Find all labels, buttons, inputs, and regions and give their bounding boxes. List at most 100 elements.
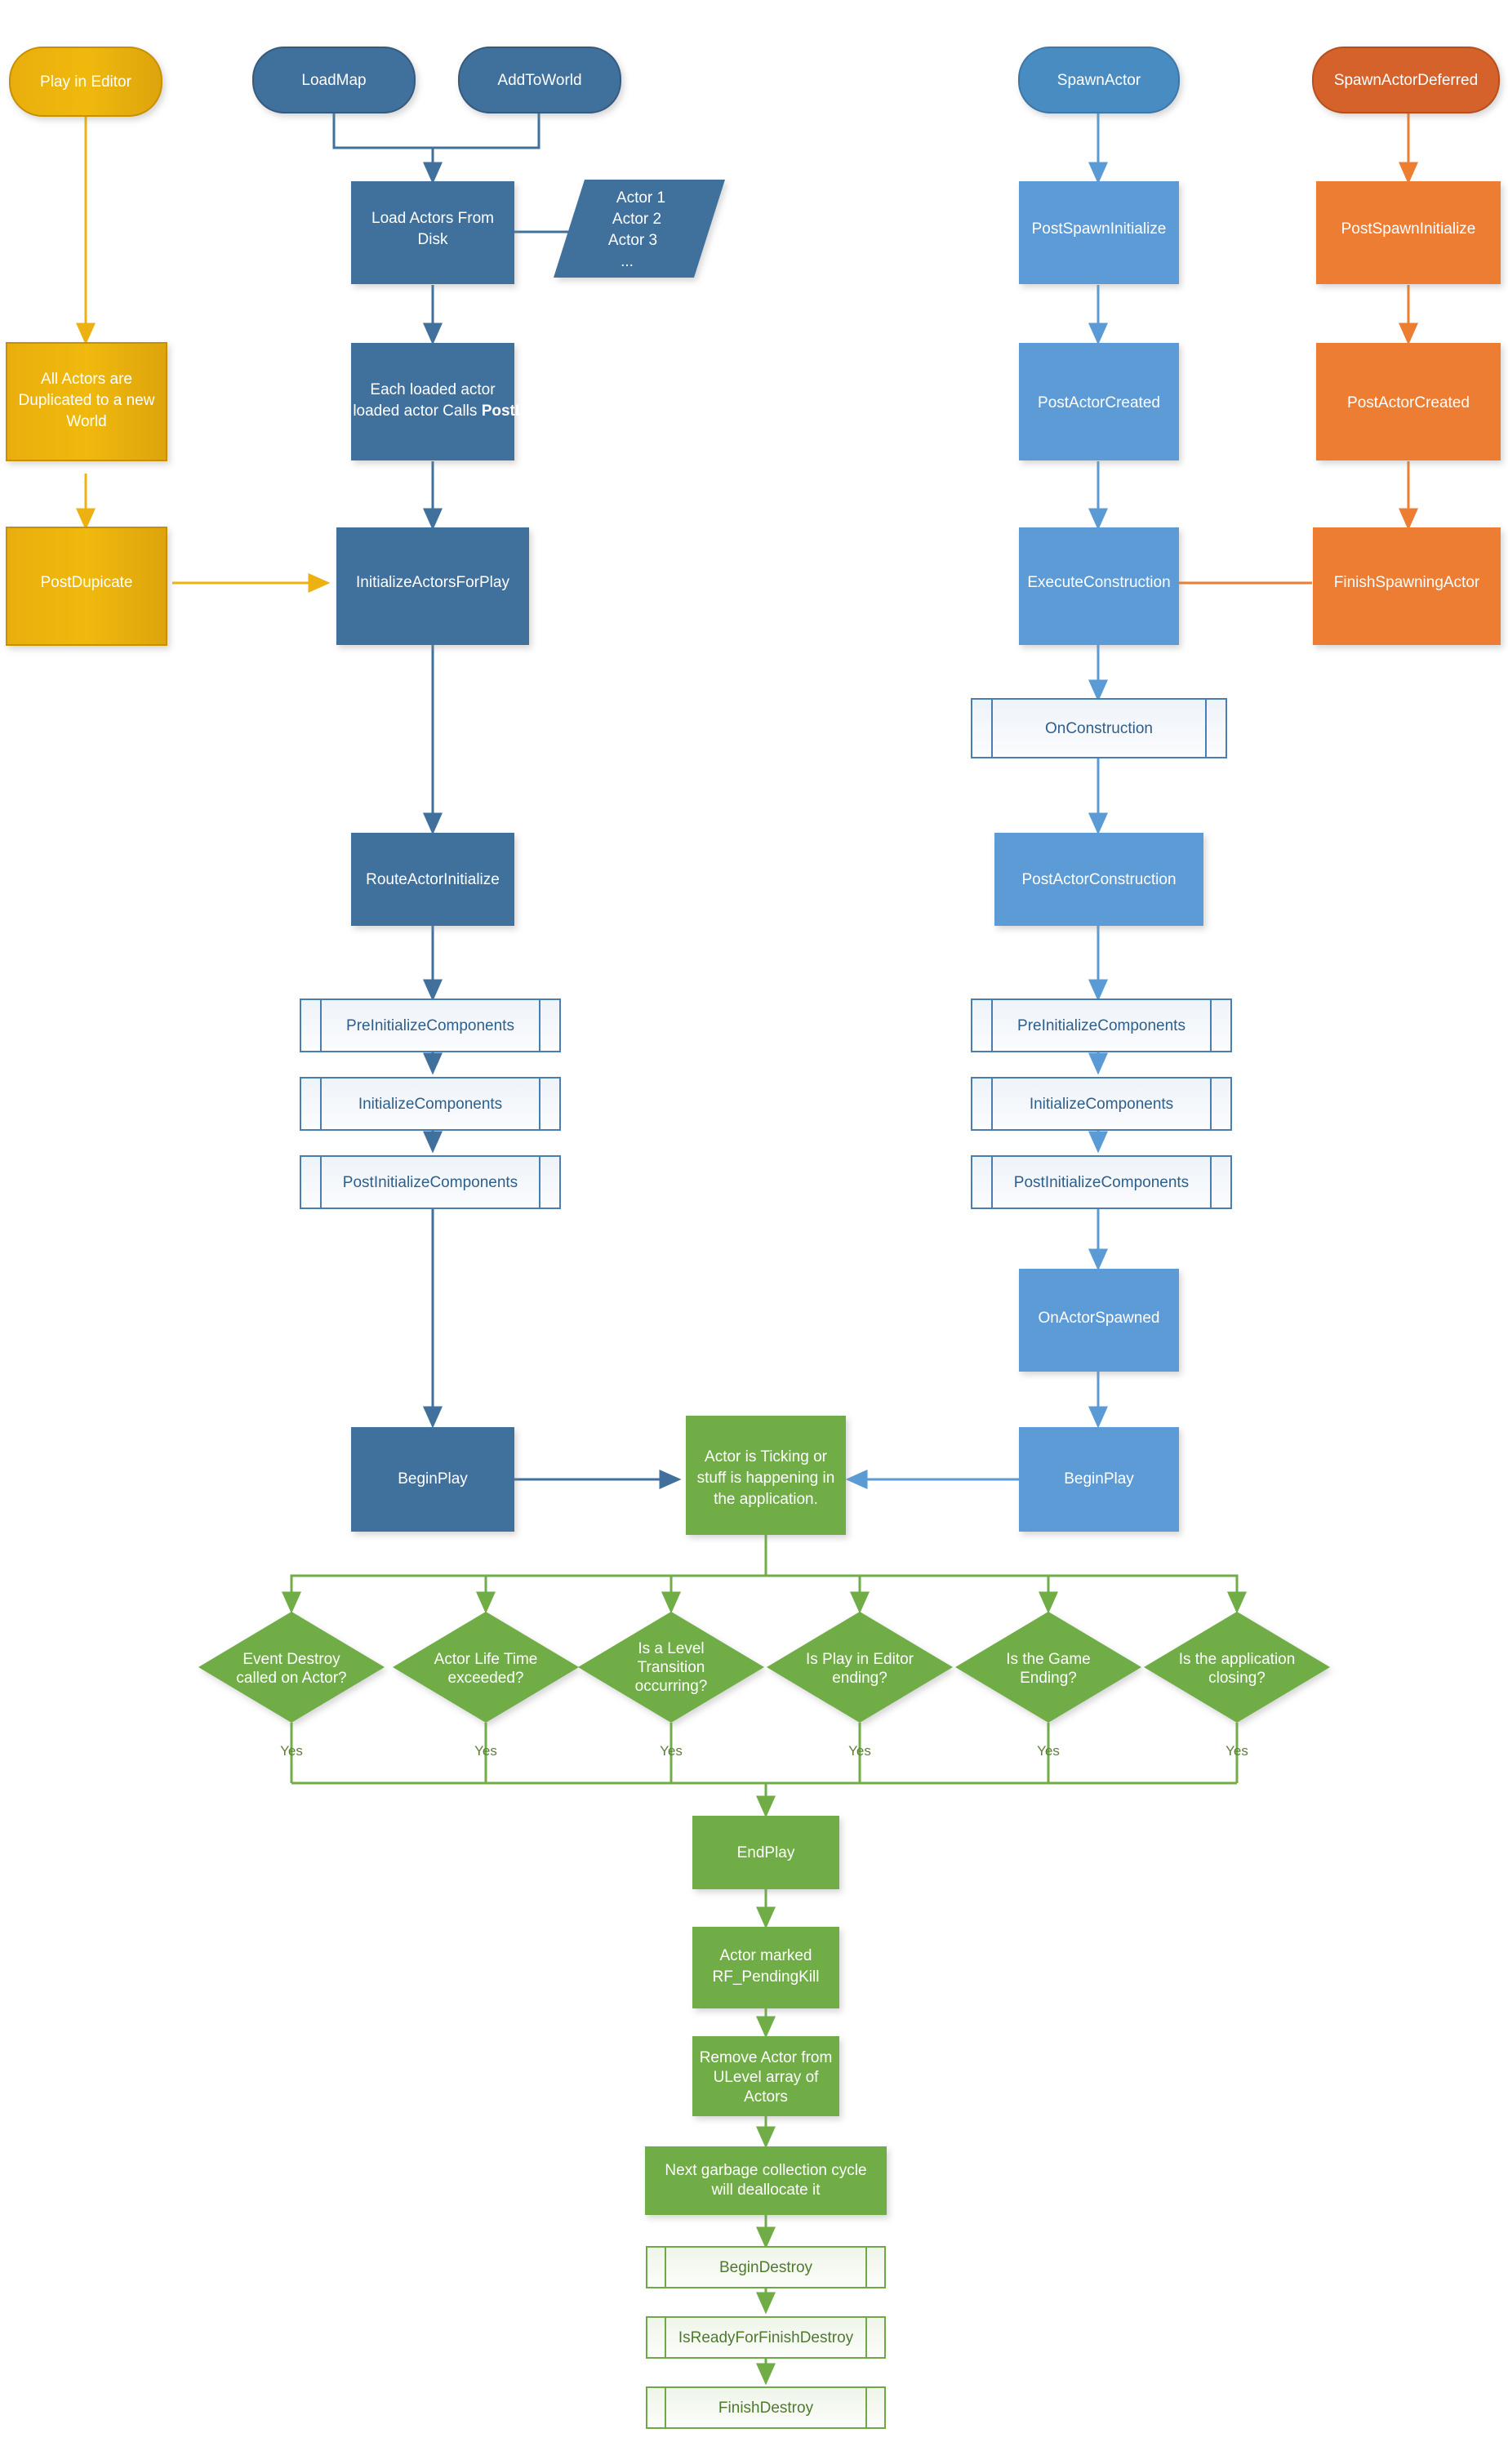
- decision-5-line-2: Ending?: [1020, 1670, 1077, 1687]
- node-finish-destroy[interactable]: FinishDestroy: [646, 2386, 886, 2429]
- node-end-play[interactable]: EndPlay: [692, 1816, 839, 1889]
- route-actor-initialize-label: RouteActorInitialize: [366, 871, 500, 888]
- node-post-actor-created-blue[interactable]: PostActorCreated: [1019, 343, 1179, 460]
- decision-4-line-1: Is Play in Editor: [806, 1651, 914, 1668]
- edge-ticking-to-decision-6: [766, 1574, 1247, 1614]
- actor-list-item-4: ...: [621, 253, 634, 270]
- node-add-to-world[interactable]: AddToWorld: [458, 47, 621, 113]
- spawn-actor-label: SpawnActor: [1057, 72, 1141, 89]
- add-to-world-label: AddToWorld: [497, 72, 581, 89]
- node-route-actor-initialize[interactable]: RouteActorInitialize: [351, 833, 514, 926]
- begin-play-left-label: BeginPlay: [398, 1470, 468, 1488]
- node-initialize-components-right[interactable]: InitializeComponents: [971, 1077, 1232, 1131]
- initialize-actors-for-play-label: InitializeActorsForPlay: [356, 574, 509, 591]
- edge-loadmap-addtoworld-join: [332, 109, 540, 149]
- node-each-loaded-actor[interactable]: Each loaded actor Each loaded actor Call…: [314, 343, 553, 460]
- node-pre-initialize-components-left[interactable]: PreInitializeComponents: [300, 998, 561, 1052]
- pendingkill-line-2: RF_PendingKill: [713, 1968, 820, 1986]
- begin-destroy-label: BeginDestroy: [719, 2259, 813, 2276]
- on-construction-label: OnConstruction: [1045, 720, 1153, 737]
- edge-ticking-to-decision-1: [282, 1535, 767, 1614]
- node-spawn-actor-deferred[interactable]: SpawnActorDeferred: [1312, 47, 1500, 113]
- decision-2-line-1: Actor Life Time: [434, 1651, 538, 1668]
- node-decision-level-transition[interactable]: Is a Level Transition occurring? Yes: [578, 1612, 764, 1759]
- decision-2-line-2: exceeded?: [448, 1670, 524, 1687]
- on-actor-spawned-label: OnActorSpawned: [1039, 1310, 1160, 1327]
- node-post-spawn-initialize-blue[interactable]: PostSpawnInitialize: [1019, 181, 1179, 284]
- node-load-actors-from-disk[interactable]: Load Actors From Disk: [351, 181, 514, 284]
- post-actor-construction-label: PostActorConstruction: [1021, 871, 1176, 888]
- post-actor-created-orange-label: PostActorCreated: [1347, 394, 1470, 411]
- next-gc-line-1: Next garbage collection cycle: [665, 2162, 866, 2179]
- pre-initialize-components-right-label: PreInitializeComponents: [1017, 1017, 1185, 1034]
- node-load-map[interactable]: LoadMap: [252, 47, 416, 113]
- post-initialize-components-right-label: PostInitializeComponents: [1014, 1174, 1189, 1191]
- spawn-actor-deferred-label: SpawnActorDeferred: [1334, 72, 1478, 89]
- node-execute-construction[interactable]: ExecuteConstruction: [1019, 527, 1179, 645]
- load-actors-line-2: Disk: [418, 231, 448, 248]
- node-on-construction[interactable]: OnConstruction: [971, 698, 1227, 758]
- node-post-initialize-components-left[interactable]: PostInitializeComponents: [300, 1155, 561, 1209]
- post-spawn-initialize-orange-label: PostSpawnInitialize: [1341, 220, 1476, 238]
- node-decision-event-destroy[interactable]: Event Destroy called on Actor? Yes: [198, 1612, 385, 1759]
- node-pre-initialize-components-right[interactable]: PreInitializeComponents: [971, 998, 1232, 1052]
- node-actor-is-ticking[interactable]: Actor is Ticking or stuff is happening i…: [686, 1416, 846, 1535]
- decision-3-line-3: occurring?: [635, 1678, 708, 1695]
- each-loaded-actor-line-2: Each loaded actor Calls PostLoad: [314, 403, 553, 420]
- node-remove-actor-ulevel[interactable]: Remove Actor from ULevel array of Actors: [692, 2036, 839, 2116]
- node-begin-play-right[interactable]: BeginPlay: [1019, 1427, 1179, 1532]
- node-all-actors-duplicated[interactable]: All Actors are Duplicated to a new World: [6, 342, 167, 461]
- decision-1-line-1: Event Destroy: [242, 1651, 340, 1668]
- node-actor-list: Actor 1 Actor 2 Actor 3 ...: [554, 180, 725, 278]
- initialize-components-left-label: InitializeComponents: [358, 1096, 502, 1113]
- node-post-spawn-initialize-orange[interactable]: PostSpawnInitialize: [1316, 181, 1501, 284]
- node-decision-application-closing[interactable]: Is the application closing? Yes: [1144, 1612, 1330, 1759]
- post-spawn-initialize-blue-label: PostSpawnInitialize: [1032, 220, 1167, 238]
- is-ready-for-finish-destroy-label: IsReadyForFinishDestroy: [678, 2329, 854, 2346]
- actor-ticking-line-2: stuff is happening in: [697, 1470, 835, 1487]
- play-in-editor-label: Play in Editor: [40, 73, 132, 91]
- node-decision-play-in-editor-ending[interactable]: Is Play in Editor ending? Yes: [767, 1612, 953, 1759]
- node-spawn-actor[interactable]: SpawnActor: [1018, 47, 1180, 113]
- node-initialize-actors-for-play[interactable]: InitializeActorsForPlay: [336, 527, 529, 645]
- begin-play-right-label: BeginPlay: [1064, 1470, 1134, 1488]
- decision-4-yes-label: Yes: [848, 1743, 871, 1759]
- decision-6-line-2: closing?: [1208, 1670, 1266, 1687]
- node-on-actor-spawned[interactable]: OnActorSpawned: [1019, 1269, 1179, 1372]
- node-post-dupicate[interactable]: PostDupicate: [6, 527, 167, 646]
- node-begin-play-left[interactable]: BeginPlay: [351, 1427, 514, 1532]
- execute-construction-label: ExecuteConstruction: [1027, 574, 1170, 591]
- node-next-gc-cycle[interactable]: Next garbage collection cycle will deall…: [645, 2146, 887, 2215]
- load-actors-line-1: Load Actors From: [371, 210, 494, 227]
- finish-spawning-actor-label: FinishSpawningActor: [1334, 574, 1480, 591]
- node-post-actor-construction[interactable]: PostActorConstruction: [994, 833, 1203, 926]
- decision-1-yes-label: Yes: [280, 1743, 303, 1759]
- node-is-ready-for-finish-destroy[interactable]: IsReadyForFinishDestroy: [646, 2316, 886, 2359]
- node-finish-spawning-actor[interactable]: FinishSpawningActor: [1313, 527, 1501, 645]
- node-actor-marked-pendingkill[interactable]: Actor marked RF_PendingKill: [692, 1927, 839, 2008]
- next-gc-line-2: will deallocate it: [710, 2182, 821, 2199]
- load-map-label: LoadMap: [301, 72, 366, 89]
- remove-actor-line-1: Remove Actor from: [700, 2049, 833, 2066]
- node-decision-game-ending[interactable]: Is the Game Ending? Yes: [955, 1612, 1141, 1759]
- decision-4-line-2: ending?: [832, 1670, 887, 1687]
- pendingkill-line-1: Actor marked: [720, 1947, 812, 1964]
- each-loaded-actor-calls-text: Each loaded actor Calls: [314, 403, 482, 420]
- decision-6-yes-label: Yes: [1226, 1743, 1248, 1759]
- decision-6-line-1: Is the application: [1179, 1651, 1296, 1668]
- node-post-initialize-components-right[interactable]: PostInitializeComponents: [971, 1155, 1232, 1209]
- node-post-actor-created-orange[interactable]: PostActorCreated: [1316, 343, 1501, 460]
- decision-5-yes-label: Yes: [1037, 1743, 1060, 1759]
- node-decision-actor-life-time[interactable]: Actor Life Time exceeded? Yes: [393, 1612, 579, 1759]
- post-actor-created-blue-label: PostActorCreated: [1038, 394, 1160, 411]
- end-play-label: EndPlay: [737, 1844, 795, 1861]
- all-actors-duplicated-line-3: World: [66, 413, 106, 430]
- node-initialize-components-left[interactable]: InitializeComponents: [300, 1077, 561, 1131]
- actor-ticking-line-1: Actor is Ticking or: [705, 1448, 828, 1466]
- remove-actor-line-2: ULevel array of: [714, 2069, 820, 2086]
- node-play-in-editor[interactable]: Play in Editor: [9, 47, 162, 117]
- node-begin-destroy[interactable]: BeginDestroy: [646, 2246, 886, 2288]
- remove-actor-line-3: Actors: [744, 2088, 788, 2106]
